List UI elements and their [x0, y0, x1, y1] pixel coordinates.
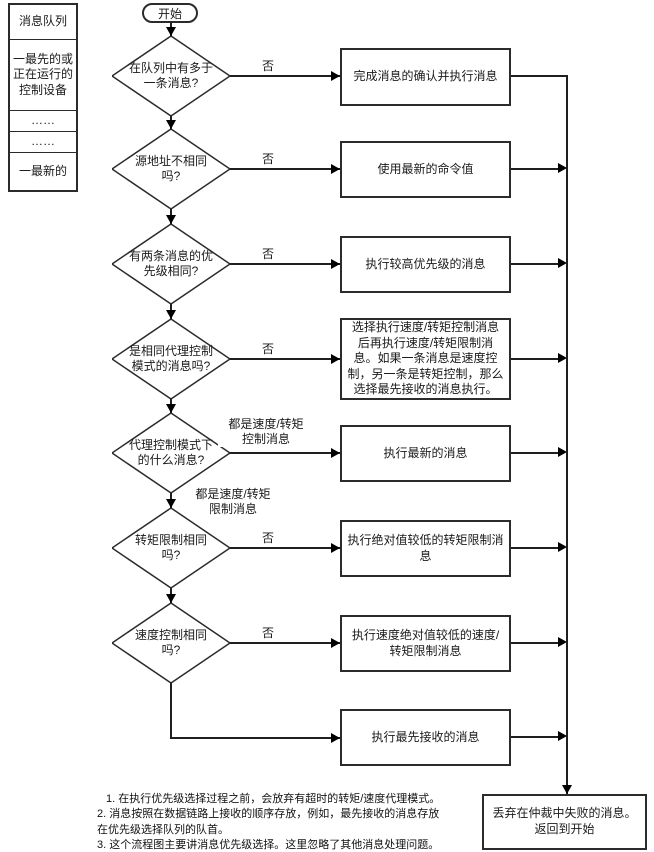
arrow-right: [331, 733, 340, 743]
diamond-shape: [112, 603, 230, 683]
process-discard-failed-return-start: 丢弃在仲裁中失败的消息。 返回到开始: [482, 794, 647, 850]
connector-line: [230, 547, 340, 549]
diamond-shape: [112, 319, 230, 399]
arrow-right: [331, 638, 340, 648]
connector-line: [511, 75, 568, 77]
arrow-right: [558, 353, 567, 363]
diamond-shape: [112, 36, 230, 116]
connector-line: [230, 263, 340, 265]
decision-same-proxy-control-mode: 是相同代理控制 模式的消息吗?: [112, 319, 230, 399]
connector-line: [511, 736, 559, 738]
connector-line: [230, 75, 340, 77]
decision-label: 有两条消息的优 先级相同?: [128, 249, 213, 278]
connector-line: [170, 683, 172, 739]
arrow-down: [166, 404, 176, 413]
footnote: 1. 在执行优先级选择过程之前，会放弃有超时的转矩/速度代理模式。: [106, 793, 441, 805]
arrow-down: [166, 499, 176, 508]
connector-line: [566, 75, 568, 794]
footnote: 2. 消息按照在数据链路上接收的顺序存放，例如，最先接收的消息存放 在优先级选择…: [97, 808, 440, 836]
arrow-right: [331, 543, 340, 553]
arrow-right: [558, 542, 567, 552]
footnotes: 1. 在执行优先级选择过程之前，会放弃有超时的转矩/速度代理模式。 2. 消息按…: [97, 792, 469, 852]
decision-same-priority: 有两条消息的优 先级相同?: [112, 224, 230, 304]
arrow-right: [558, 637, 567, 647]
process-execute-lower-torque-limit: 执行绝对值较低的转矩限制消息: [340, 520, 511, 577]
edge-label-no: 否: [262, 152, 275, 167]
arrow-down: [166, 310, 176, 319]
connector-line: [230, 642, 340, 644]
connector-line: [511, 168, 559, 170]
arrow-down: [166, 120, 176, 129]
edge-label-control-messages: 都是速度/转矩 控制消息: [218, 417, 314, 447]
process-execute-lower-speed-limit: 执行速度绝对值较低的速度/转矩限制消息: [340, 615, 511, 672]
process-execute-higher-priority: 执行较高优先级的消息: [340, 236, 511, 293]
arrow-right: [331, 164, 340, 174]
connector-line: [230, 358, 340, 360]
process-use-latest-command: 使用最新的命令值: [340, 141, 511, 198]
connector-line: [511, 547, 559, 549]
start-node: 开始: [142, 3, 198, 23]
decision-which-proxy-messages: 代理控制模式下 的什么消息?: [112, 413, 230, 493]
queue-title: 消息队列: [18, 14, 67, 29]
edge-label-no: 否: [262, 531, 275, 546]
connector-line: [170, 737, 340, 739]
connector-line: [511, 358, 559, 360]
arrow-down: [562, 785, 572, 794]
connector-line: [230, 452, 340, 454]
arrow-right: [331, 259, 340, 269]
arrow-right: [331, 71, 340, 81]
connector-line: [511, 642, 559, 644]
arrow-right: [558, 731, 567, 741]
arrow-right: [558, 163, 567, 173]
decision-queue-multiple-messages: 在队列中有多于 一条消息?: [112, 36, 230, 116]
process-ack-and-execute: 完成消息的确认并执行消息: [340, 48, 511, 106]
decision-label: 代理控制模式下 的什么消息?: [128, 438, 213, 467]
arrow-right: [558, 258, 567, 268]
process-execute-newest: 执行最新的消息: [340, 425, 511, 482]
queue-item-newest: 一最新的: [10, 152, 76, 190]
decision-same-torque-limit: 转矩限制相同 吗?: [112, 508, 230, 588]
process-select-control-then-limit: 选择执行速度/转矩控制消息后再执行速度/转矩限制消息。如果一条消息是速度控制，另…: [340, 318, 511, 400]
arrow-right: [331, 448, 340, 458]
queue-item-first: 一最先的或 正在运行的 控制设备: [10, 39, 76, 110]
decision-same-speed-control: 速度控制相同 吗?: [112, 603, 230, 683]
arrow-down: [166, 594, 176, 603]
arrow-down: [166, 27, 176, 36]
edge-label-no: 否: [262, 626, 275, 641]
decision-label: 在队列中有多于 一条消息?: [128, 61, 213, 90]
decision-label: 转矩限制相同 吗?: [134, 533, 207, 562]
connector-line: [511, 263, 559, 265]
decision-label: 源地址不相同 吗?: [134, 154, 207, 183]
diamond-shape: [112, 224, 230, 304]
diamond-shape: [112, 129, 230, 209]
queue-item-ellipsis: ……: [10, 110, 76, 131]
arrow-right: [558, 447, 567, 457]
edge-label-no: 否: [262, 342, 275, 357]
queue-item-ellipsis: ……: [10, 131, 76, 152]
connector-line: [230, 168, 340, 170]
edge-label-no: 否: [262, 247, 275, 262]
decision-source-address-different: 源地址不相同 吗?: [112, 129, 230, 209]
arrow-down: [166, 215, 176, 224]
process-execute-first-received: 执行最先接收的消息: [340, 709, 511, 766]
edge-label-no: 否: [262, 59, 275, 74]
arrow-right: [331, 354, 340, 364]
decision-label: 速度控制相同 吗?: [134, 628, 207, 657]
edge-label-limit-messages: 都是速度/转矩 限制消息: [188, 487, 278, 517]
connector-line: [511, 452, 559, 454]
footnote: 3. 这个流程图主要讲消息优先级选择。这里忽略了其他消息处理问题。: [97, 839, 440, 852]
decision-label: 是相同代理控制 模式的消息吗?: [128, 344, 213, 373]
diamond-shape: [112, 413, 230, 493]
message-queue-panel: 消息队列 一最先的或 正在运行的 控制设备 …… …… 一最新的: [8, 3, 78, 192]
diamond-shape: [112, 508, 230, 588]
